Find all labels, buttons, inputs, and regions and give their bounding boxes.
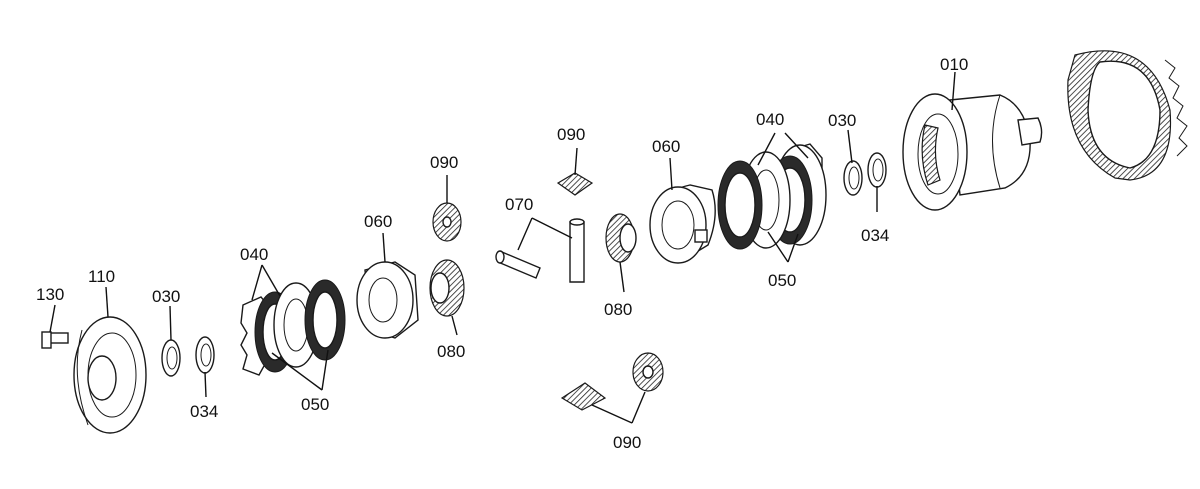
callout-070: 070	[505, 195, 533, 214]
pressure-ring-right-060	[649, 184, 716, 264]
callout-040-left: 040	[240, 245, 268, 264]
differential-housing	[902, 93, 1043, 211]
side-gear-left-080	[429, 259, 465, 317]
callout-060-right: 060	[652, 137, 680, 156]
ring-gear	[1067, 50, 1188, 181]
callout-010: 010	[940, 55, 968, 74]
callout-034-right: 034	[861, 226, 889, 245]
callout-090-mid: 090	[430, 153, 458, 172]
callout-130: 130	[36, 285, 64, 304]
shim-right-034	[867, 152, 887, 188]
callout-030-left: 030	[152, 287, 180, 306]
callout-060-left: 060	[364, 212, 392, 231]
callout-090-bottom: 090	[613, 433, 641, 452]
callout-080-left: 080	[437, 342, 465, 361]
thrust-washer-left-030	[161, 339, 181, 377]
callout-080-right: 080	[604, 300, 632, 319]
shim-left-034	[195, 336, 215, 374]
pinion-gear-top-090	[556, 172, 594, 196]
callout-110: 110	[88, 267, 115, 286]
callout-040-right: 040	[756, 110, 784, 129]
clutch-pack-right	[717, 143, 827, 250]
side-gear-right-080	[605, 213, 637, 263]
pressure-ring-left-060	[356, 261, 419, 339]
leader-lines	[49, 71, 956, 424]
cross-pins-070	[495, 218, 585, 283]
callout-030-right: 030	[828, 111, 856, 130]
pinion-gear-mid-090	[432, 202, 462, 242]
differential-cover-110	[73, 316, 147, 434]
callout-034-left: 034	[190, 402, 218, 421]
pinion-gears-bottom-090	[560, 352, 664, 411]
clutch-pack-left	[240, 279, 346, 376]
thrust-washer-right-030	[843, 160, 863, 196]
callout-050-right: 050	[768, 271, 796, 290]
callout-050-left: 050	[301, 395, 329, 414]
bolt-130	[41, 331, 69, 349]
callout-090-top: 090	[557, 125, 585, 144]
